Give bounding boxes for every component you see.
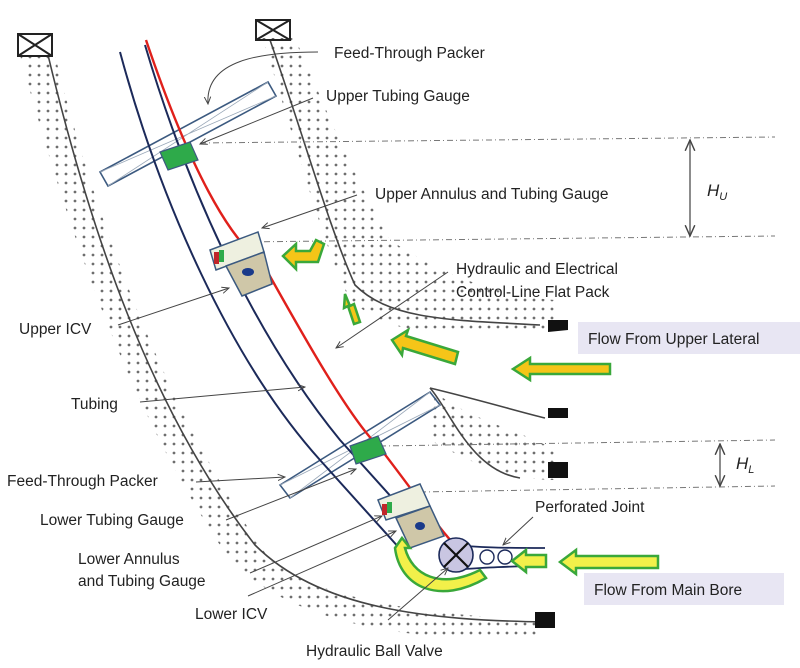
formation-right-upper	[262, 38, 555, 334]
label-upper-tubing-gauge: Upper Tubing Gauge	[326, 88, 470, 105]
leader-upper-icv	[117, 288, 229, 326]
label-h-upper: HU	[707, 181, 727, 203]
wedge-marker	[548, 320, 568, 332]
leader-lower-icv	[247, 531, 396, 597]
wedge-marker	[548, 408, 568, 418]
label-feed-through-packer-upper: Feed-Through Packer	[334, 45, 485, 62]
label-upper-icv: Upper ICV	[19, 321, 92, 338]
leader-lower-annulus-gauge	[249, 516, 382, 574]
ref-line-upper-top	[199, 136, 776, 144]
label-lower-annulus-line1: Lower Annulus	[78, 551, 180, 568]
label-hydraulic-ball-valve: Hydraulic Ball Valve	[306, 643, 443, 660]
flow-arrow-icon	[390, 327, 460, 366]
formation-left	[20, 55, 540, 640]
wedge-marker	[548, 462, 568, 478]
ref-line-lower-bottom	[419, 485, 776, 493]
wedge-marker	[535, 612, 555, 628]
label-upper-annulus-tubing-gauge: Upper Annulus and Tubing Gauge	[375, 186, 609, 203]
flow-arrow-icon	[510, 355, 612, 383]
label-flat-pack-line1: Hydraulic and Electrical	[456, 261, 618, 278]
callout-box-main-bore	[584, 573, 784, 605]
label-tubing: Tubing	[71, 396, 118, 413]
label-flat-pack-line2: Control-Line Flat Pack	[456, 284, 610, 301]
ref-line-lower-top	[379, 439, 776, 447]
flow-arrow-icon	[342, 293, 362, 326]
lower-tubing-gauge	[349, 435, 387, 465]
hydraulic-ball-valve-icon	[438, 537, 474, 573]
leader-upper-annulus-gauge	[262, 194, 358, 228]
label-lower-icv: Lower ICV	[195, 606, 268, 623]
leader-feed-through-packer-upper	[208, 51, 319, 104]
flow-arrow-icon	[557, 547, 660, 577]
label-h-lower: HL	[736, 454, 754, 476]
formation-right-middle	[430, 392, 555, 480]
label-lower-annulus-line2: and Tubing Gauge	[78, 573, 206, 590]
wellhead-x-box-icon	[255, 19, 291, 41]
callout-box-upper-lateral	[578, 322, 800, 354]
leader-flat-pack	[336, 271, 449, 348]
label-flow-upper-lateral: Flow From Upper Lateral	[588, 331, 759, 348]
leader-ball-valve	[387, 568, 448, 621]
lateral-lower-wall	[429, 387, 521, 479]
leader-perforated-joint	[503, 516, 534, 545]
label-perforated-joint: Perforated Joint	[535, 499, 645, 516]
label-flow-main-bore: Flow From Main Bore	[594, 582, 742, 599]
label-feed-through-packer-lower: Feed-Through Packer	[7, 473, 158, 490]
wellbore-right-wall	[269, 39, 541, 326]
upper-tubing-gauge	[159, 141, 199, 171]
tubing-left-line	[119, 51, 411, 561]
wellbore-left-wall	[47, 54, 546, 623]
leader-lower-tubing-gauge	[225, 469, 356, 521]
lower-icv	[377, 483, 446, 549]
upper-icv	[209, 231, 273, 297]
leader-upper-tubing-gauge	[200, 97, 314, 144]
leader-tubing	[139, 387, 305, 403]
label-lower-tubing-gauge: Lower Tubing Gauge	[40, 512, 184, 529]
upper-feed-through-packer	[98, 80, 278, 188]
flow-arrow-icon	[281, 238, 326, 273]
wellhead-x-box-icon	[17, 33, 53, 57]
leader-feed-through-packer-lower	[195, 477, 285, 483]
flow-arrow-icon	[509, 547, 548, 575]
lateral-upper-wall2	[429, 387, 546, 419]
curved-flow-arrow-icon	[393, 535, 488, 593]
